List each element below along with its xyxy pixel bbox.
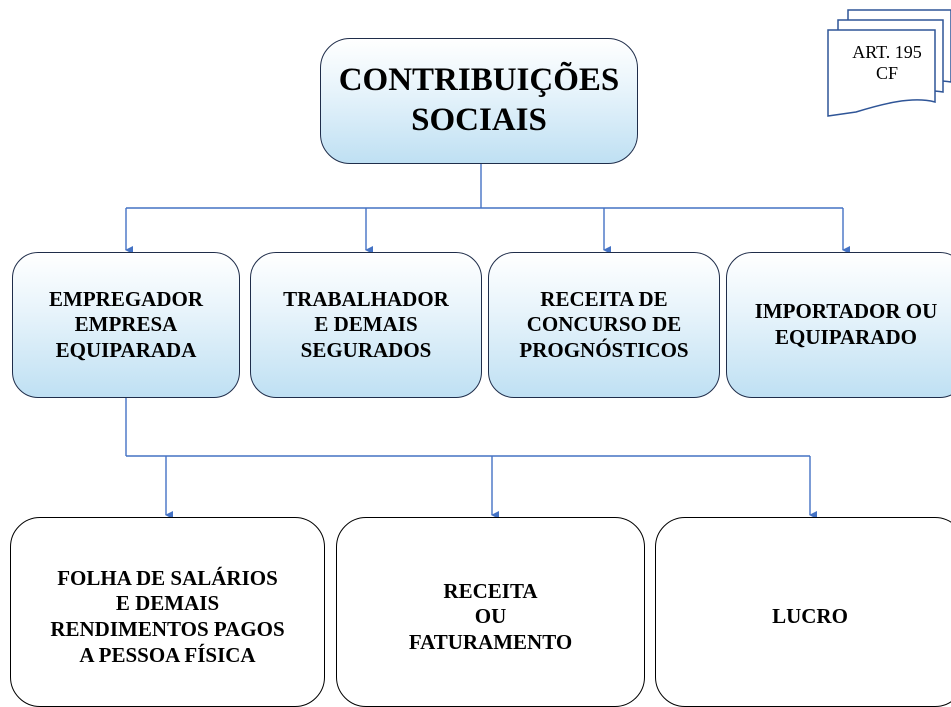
connector-lines: [125, 164, 850, 519]
reference-label: ART. 195 CF: [852, 42, 922, 83]
base-node-payroll: FOLHA DE SALÁRIOS E DEMAIS RENDIMENTOS P…: [10, 517, 325, 707]
contributor-label: TRABALHADOR E DEMAIS SEGURADOS: [283, 286, 449, 362]
contributor-label: EMPREGADOR EMPRESA EQUIPARADA: [49, 286, 203, 362]
root-node: CONTRIBUIÇÕES SOCIAIS: [320, 38, 638, 164]
contributor-node-importer: IMPORTADOR OU EQUIPARADO: [726, 252, 951, 398]
contributor-label: IMPORTADOR OU EQUIPARADO: [754, 299, 938, 349]
contributor-node-employer: EMPREGADOR EMPRESA EQUIPARADA: [12, 252, 240, 398]
contributor-node-lottery: RECEITA DE CONCURSO DE PROGNÓSTICOS: [488, 252, 720, 398]
contributor-node-worker: TRABALHADOR E DEMAIS SEGURADOS: [250, 252, 482, 398]
contributor-label: RECEITA DE CONCURSO DE PROGNÓSTICOS: [519, 286, 689, 362]
base-label: RECEITA OU FATURAMENTO: [408, 578, 573, 654]
base-node-revenue: RECEITA OU FATURAMENTO: [336, 517, 645, 707]
base-node-profit: LUCRO: [655, 517, 951, 707]
base-label: FOLHA DE SALÁRIOS E DEMAIS RENDIMENTOS P…: [50, 565, 285, 667]
base-label: LUCRO: [772, 604, 848, 629]
root-title: CONTRIBUIÇÕES SOCIAIS: [338, 62, 620, 138]
